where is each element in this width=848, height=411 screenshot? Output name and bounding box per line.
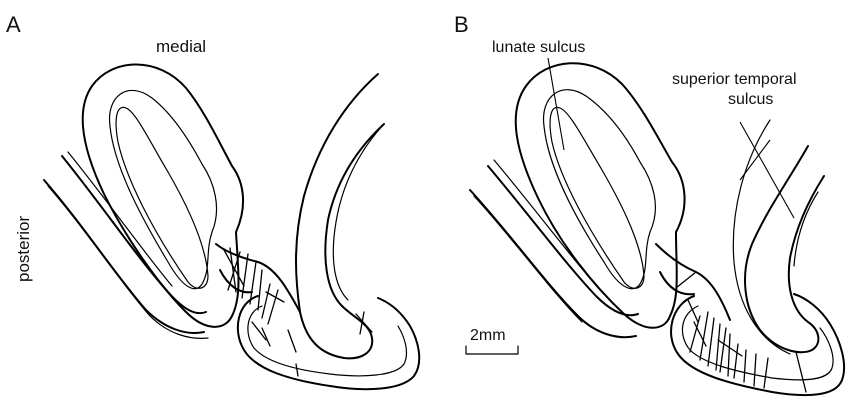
scale-bar: 2mm xyxy=(466,327,518,354)
panel-b-sts-curve xyxy=(733,120,790,354)
panel-a-gyrus-white-matter xyxy=(110,90,217,288)
lunate-leader-line xyxy=(548,58,564,150)
scale-bar-line xyxy=(466,346,518,354)
panel-a-lower-line-4 xyxy=(68,152,172,286)
panel-a-lower-line-3 xyxy=(62,156,206,313)
scale-bar-label: 2mm xyxy=(470,327,506,344)
sts-label-line-2: sulcus xyxy=(728,91,773,108)
panel-b-inner-sulcus xyxy=(550,107,644,288)
panel-a-inner-sulcus xyxy=(116,107,208,288)
panel-a-lower-line-1 xyxy=(44,180,204,333)
posterior-label: posterior xyxy=(14,216,33,282)
panel-b-gyrus-white-matter xyxy=(544,90,656,289)
panel-a-lower-line-2 xyxy=(48,186,208,338)
panel-a: A medial posterior xyxy=(6,12,419,389)
panel-b-hatching xyxy=(676,272,806,392)
panel-a-right-gyrus-outer xyxy=(296,74,384,358)
lunate-sulcus-label: lunate sulcus xyxy=(492,39,585,56)
panel-b-gyrus-outer xyxy=(516,63,685,328)
panel-b-right-gyrus-outer xyxy=(745,146,824,352)
panel-a-lower-fold-outer xyxy=(238,296,419,389)
panel-b: B lunate sulcus superior temporal sulcus xyxy=(454,12,844,395)
panel-b-lower-line-4 xyxy=(494,160,600,290)
sts-label-line-1: superior temporal xyxy=(672,71,797,88)
medial-label: medial xyxy=(156,37,206,56)
panel-b-letter: B xyxy=(454,12,469,37)
panel-a-neck-upper xyxy=(216,244,300,312)
panel-a-lower-fold-inner xyxy=(248,306,407,376)
panel-a-letter: A xyxy=(6,12,21,37)
panel-a-right-gyrus-inner xyxy=(333,124,384,300)
